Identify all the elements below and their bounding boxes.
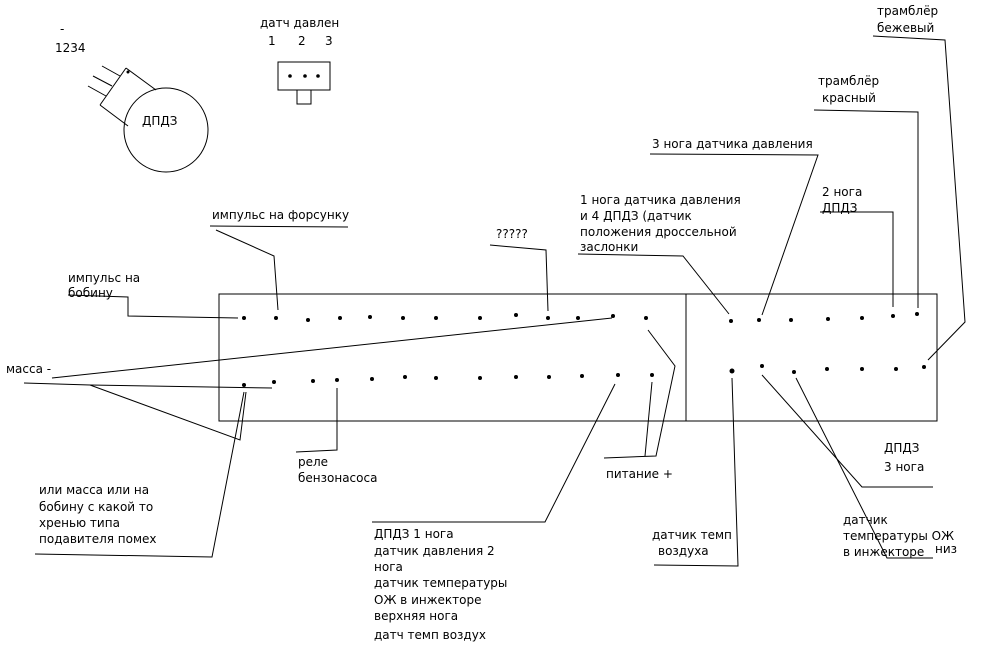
dash-mark: - xyxy=(60,22,64,36)
label-air-temp-2: воздуха xyxy=(658,544,709,558)
pressure-sensor-connector xyxy=(277,61,331,105)
label-dpdz2-line1: 2 нога xyxy=(822,185,862,199)
label-power: питание + xyxy=(606,467,673,481)
label-dpdz2-line2: ДПДЗ xyxy=(822,201,857,215)
label-coolant-3: в инжекторе xyxy=(843,545,924,559)
label-ground-or-coil-3: хренью типа xyxy=(39,516,120,530)
label-unknown: ????? xyxy=(496,227,528,241)
ecu-connector xyxy=(218,293,938,422)
ecu-pins-left-top xyxy=(242,313,648,322)
label-ground-or-coil-1: или масса или на xyxy=(39,483,149,497)
label-multi-5: ОЖ в инжекторе xyxy=(374,593,482,607)
ecu-pins-left-bottom xyxy=(242,373,654,387)
label-dpdz3-line2: 3 нога xyxy=(884,460,924,474)
ecu-pins-right-bottom xyxy=(729,364,926,374)
label-air-temp-1: датчик темп xyxy=(652,528,732,542)
label-ground-or-coil-2: бобину с какой то xyxy=(39,500,153,514)
leader-lines xyxy=(23,35,966,567)
label-pressure-leg3: 3 нога датчика давления xyxy=(652,137,813,151)
pressure-pin-2: 2 xyxy=(298,34,306,48)
label-ground-or-coil-4: подавителя помех xyxy=(39,532,157,546)
label-leg1-line3: положения дроссельной xyxy=(580,225,737,239)
pressure-pin-1: 1 xyxy=(268,34,276,48)
label-multi-7: датч темп воздух xyxy=(374,628,486,642)
label-leg1-line1: 1 нога датчика давления xyxy=(580,193,741,207)
label-multi-4: датчик температуры xyxy=(374,576,507,590)
label-coil-pulse-2: бобину xyxy=(68,286,113,300)
label-multi-6: верхняя нога xyxy=(374,609,458,623)
pressure-pin-3: 3 xyxy=(325,34,333,48)
digits-1234: 1234 xyxy=(55,41,86,55)
label-tramb-bezh-2: бежевый xyxy=(877,21,934,35)
label-ground: масса - xyxy=(6,362,51,376)
label-multi-2: датчик давления 2 xyxy=(374,544,495,558)
label-coolant-2: температуры ОЖ xyxy=(843,529,954,543)
label-coolant-1: датчик xyxy=(843,513,888,527)
label-tramb-kras-2: красный xyxy=(822,91,876,105)
pressure-sensor-title: датч давлен xyxy=(260,16,339,30)
label-leg1-line4: заслонки xyxy=(580,240,638,254)
label-dpdz3-line1: ДПДЗ xyxy=(884,441,919,455)
dpdz-sensor-connector xyxy=(87,65,157,127)
dpdz-sensor-circle xyxy=(123,87,209,173)
label-relay-2: бензонасоса xyxy=(298,471,377,485)
label-injector-pulse: импульс на форсунку xyxy=(212,208,349,222)
label-multi-1: ДПДЗ 1 нога xyxy=(374,527,454,541)
label-tramb-bezh-1: трамблёр xyxy=(877,4,938,18)
dpdz-sensor-label: ДПДЗ xyxy=(142,114,177,128)
label-coolant-4: низ xyxy=(935,542,957,556)
label-leg1-line2: и 4 ДПДЗ (датчик xyxy=(580,209,692,223)
label-coil-pulse-1: импульс на xyxy=(68,271,140,285)
label-multi-3: нога xyxy=(374,560,403,574)
label-relay-1: реле xyxy=(298,455,328,469)
ecu-pins-right-top xyxy=(729,312,919,323)
label-tramb-kras-1: трамблёр xyxy=(818,74,879,88)
